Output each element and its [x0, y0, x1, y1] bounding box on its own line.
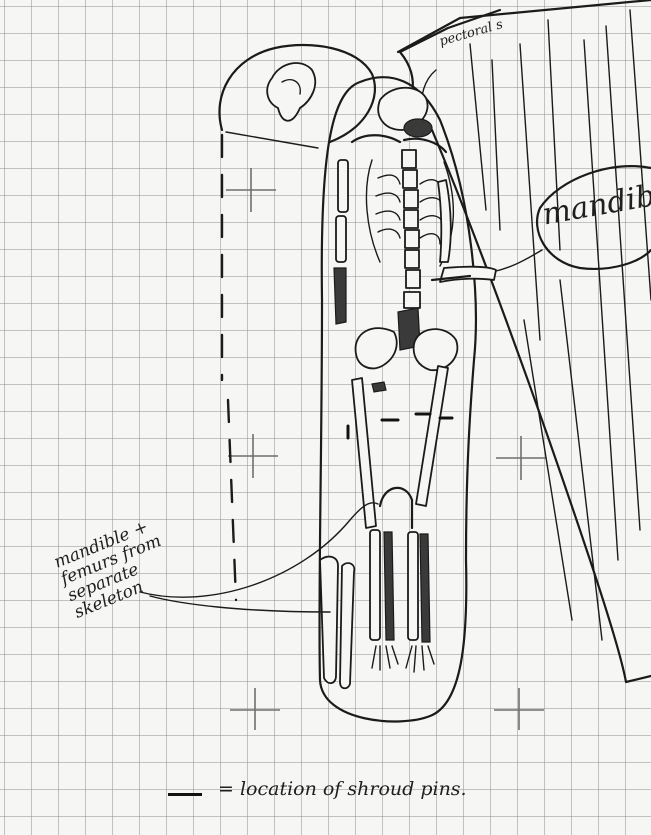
shroud-pin-legend-mark — [168, 793, 202, 796]
legend-text: = location of shroud pins. — [218, 778, 467, 800]
detached-skull-area — [219, 45, 374, 148]
dashed-grave-outline — [222, 135, 236, 600]
skeleton — [320, 88, 496, 689]
